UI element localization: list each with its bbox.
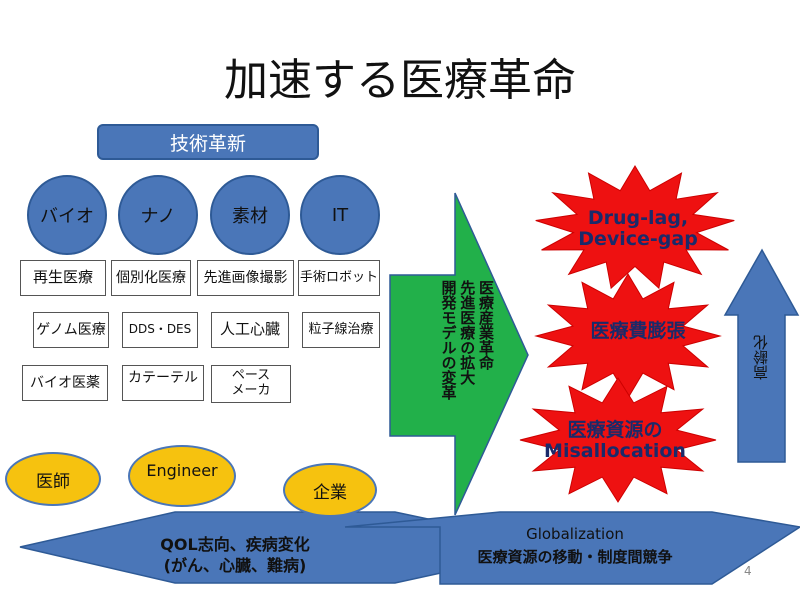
aging-text: 高齢化	[752, 335, 770, 380]
tech-box: 個別化医療	[111, 260, 191, 296]
globalization-line1: Globalization	[526, 525, 624, 543]
actor-company: 企業	[283, 463, 377, 517]
tech-box: 再生医療	[20, 260, 106, 296]
circle-material: 素材	[210, 175, 290, 255]
star-drug-lag	[535, 165, 735, 290]
tech-box: ゲノム医療	[33, 312, 109, 348]
green-arrow	[389, 192, 529, 516]
tech-box: 粒子線治療	[302, 312, 380, 348]
stars	[519, 165, 735, 503]
page-title: 加速する医療革命	[224, 55, 576, 106]
bottom-right-arrow	[344, 511, 800, 585]
circle-nano: ナノ	[118, 175, 198, 255]
qol-text: QOL志向、疾病変化 (がん、心臓、難病)	[160, 535, 310, 575]
tech-box: 手術ロボット	[298, 260, 380, 296]
star-text-medical-cost: 医療費膨張	[590, 320, 686, 342]
tech-box: 先進画像撮影	[197, 260, 294, 296]
right-up-arrow	[723, 248, 800, 463]
green-arrow-text: 医療産業革命 先進医療の拡大 開発モデルの変革	[439, 280, 496, 400]
tech-box: カテーテル	[122, 365, 204, 401]
star-text-drug-lag: Drug-lag, Device-gap	[578, 207, 698, 250]
globalization-text: Globalization 医療資源の移動・制度間競争	[440, 523, 710, 570]
tech-innovation-banner: 技術革新	[97, 124, 319, 160]
tech-box: ペース メーカ	[211, 365, 291, 403]
actor-doctor: 医師	[5, 452, 101, 506]
star-misallocation	[519, 377, 717, 503]
tech-box: バイオ医薬	[22, 365, 108, 401]
star-text-misallocation: 医療資源の Misallocation	[544, 419, 686, 462]
globalization-line2: 医療資源の移動・制度間競争	[477, 548, 673, 567]
circle-it: IT	[300, 175, 380, 255]
page-number: 4	[744, 564, 752, 578]
tech-box: 人工心臓	[211, 312, 289, 348]
circle-bio: バイオ	[27, 175, 107, 255]
tech-box: DDS・DES	[122, 312, 198, 348]
actor-engineer: Engineer	[128, 445, 236, 507]
